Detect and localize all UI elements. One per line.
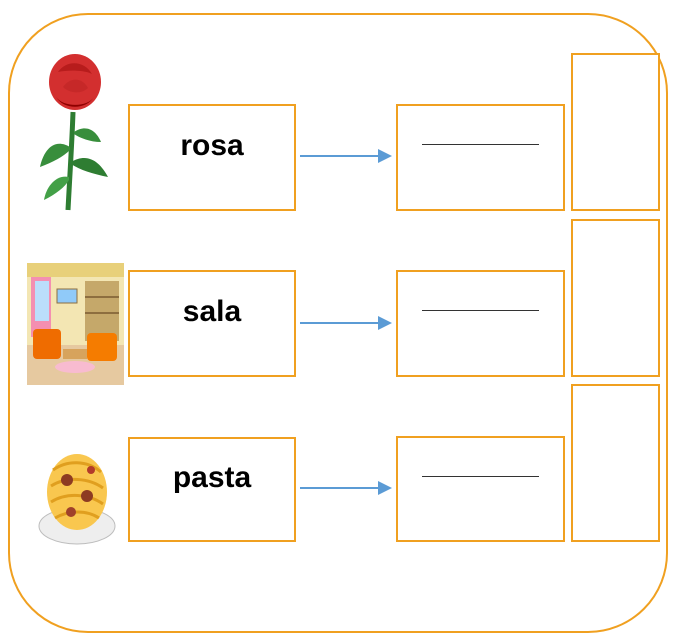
word-box-sala: sala	[128, 270, 296, 377]
answer-line	[422, 310, 539, 311]
arrow-icon	[300, 316, 392, 330]
answer-line	[422, 144, 539, 145]
answer-line	[422, 476, 539, 477]
word-box-rosa: rosa	[128, 104, 296, 211]
side-box-1[interactable]	[571, 53, 660, 211]
word-label: sala	[182, 294, 242, 328]
rose-icon	[40, 54, 108, 211]
word-box-pasta: pasta	[128, 437, 296, 542]
arrow-icon	[300, 149, 392, 163]
word-label: rosa	[180, 128, 244, 162]
answer-box-3[interactable]	[396, 436, 565, 542]
word-label: pasta	[172, 460, 252, 494]
side-box-3[interactable]	[571, 384, 660, 542]
answer-box-2[interactable]	[396, 270, 565, 377]
answer-box-1[interactable]	[396, 104, 565, 211]
arrow-icon	[300, 481, 392, 495]
living-room-icon	[27, 263, 124, 385]
spaghetti-icon	[38, 454, 116, 545]
side-box-2[interactable]	[571, 219, 660, 377]
